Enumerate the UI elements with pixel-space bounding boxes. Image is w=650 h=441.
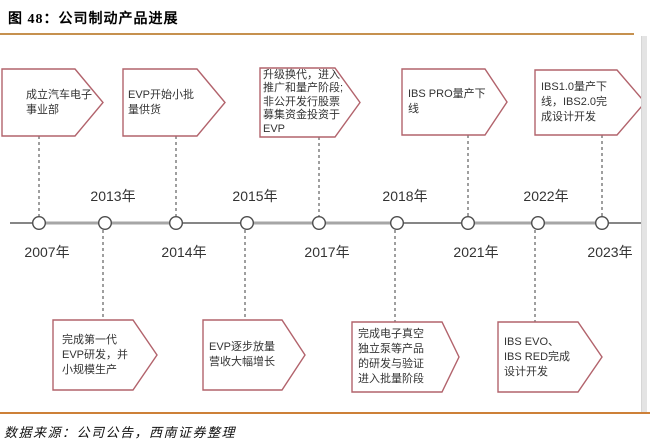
year-label-2023: 2023年 [587,244,633,260]
timeline-node-circles [32,215,610,230]
year-label-2017: 2017年 [304,244,350,260]
footer-divider-rule [0,412,650,414]
milestone-shape-top-5 [534,69,646,136]
milestone-text-bottom-2: EVP逐步放量 营收大幅增长 [209,341,276,368]
milestone-shape-bottom-1 [52,319,158,391]
milestone-shape-bottom-4 [497,321,603,393]
milestone-text-bottom-3: 完成电子真空 独立泵等产品 的研发与验证 进入批量阶段 [358,328,424,385]
page-right-border [641,36,647,413]
year-label-2015: 2015年 [232,188,278,204]
title-divider-rule [0,33,634,35]
figure-title: 图 48：公司制动产品进展 [8,12,179,27]
milestone-text-top-3: 升级换代，进入 推广和量产阶段; 非公开发行股票 募集资金投资于 EVP [263,68,344,135]
milestone-text-top-5: IBS1.0量产下 线，IBS2.0完 成设计开发 [541,81,608,123]
milestone-shapes [1,67,646,393]
milestone-shape-bottom-3 [351,321,460,393]
milestone-shape-bottom-2 [202,319,306,391]
milestone-shape-top-1 [1,68,104,137]
milestone-shape-top-2 [122,68,226,137]
milestone-text-top-2: EVP开始小批 量供货 [128,88,195,116]
milestone-shape-top-4 [401,68,508,136]
year-label-2022: 2022年 [523,188,569,204]
year-label-2013: 2013年 [90,188,136,204]
milestone-text-bottom-4: IBS EVO、 IBS RED完成 设计开发 [504,335,571,378]
year-label-2018: 2018年 [382,188,428,204]
milestone-text-top-1: 成立汽车电子 事业部 [26,88,92,116]
year-label-2007: 2007年 [24,244,70,260]
milestone-text-top-4: IBS PRO量产下 线 [408,88,486,115]
year-label-2014: 2014年 [161,244,207,260]
source-note: 数据来源：公司公告，西南证券整理 [4,425,237,440]
milestone-text-bottom-1: 完成第一代 EVP研发，并 小规模生产 [62,333,129,376]
connector-lines [38,135,603,322]
milestone-shape-top-3 [259,67,361,138]
year-label-2021: 2021年 [453,244,499,260]
